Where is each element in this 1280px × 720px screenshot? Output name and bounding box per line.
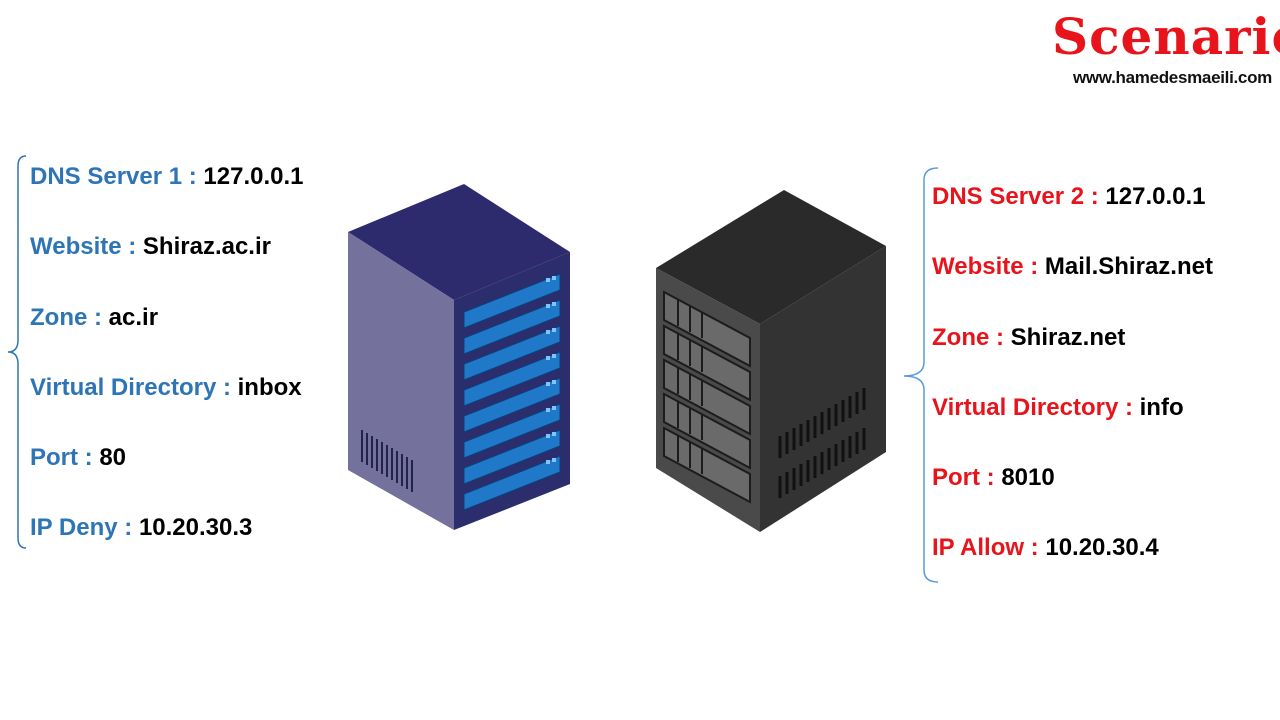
server-vents	[361, 430, 413, 492]
row-value: 127.0.0.1	[203, 163, 304, 190]
left-row-ip-deny: IP Deny : 10.20.30.3	[30, 509, 304, 579]
row-value: 127.0.0.1	[1105, 183, 1206, 210]
left-row-dns: DNS Server 1 : 127.0.0.1	[30, 158, 304, 228]
row-value: Shiraz.net	[1010, 323, 1126, 351]
row-label: Virtual Directory :	[30, 373, 238, 401]
left-row-website: Website : Shiraz.ac.ir	[30, 228, 304, 298]
right-brace-path	[903, 167, 939, 583]
server-rack-dark-icon	[656, 190, 886, 532]
row-value: 8010	[1001, 464, 1055, 492]
row-label: Zone :	[30, 303, 109, 331]
row-label: Port :	[30, 444, 100, 472]
server-right-face	[760, 246, 886, 532]
row-label: Website :	[932, 253, 1045, 281]
right-row-website: Website : Mail.Shiraz.net	[932, 248, 1213, 318]
row-value: Mail.Shiraz.net	[1044, 253, 1213, 281]
brand-title: Scenario	[1052, 7, 1280, 66]
server-left-face	[348, 232, 454, 530]
left-brace-bracket	[7, 155, 27, 549]
server-top-face	[348, 184, 570, 300]
server-drive-lights	[546, 276, 556, 464]
brand-url: www.hamedesmaeili.com	[1072, 68, 1272, 87]
server-rack-blue-icon	[348, 184, 570, 530]
row-label: Zone :	[932, 323, 1011, 351]
server-drive-slots	[677, 300, 703, 474]
right-row-zone: Zone : Shiraz.net	[932, 319, 1213, 389]
row-label: IP Deny :	[30, 514, 139, 542]
row-label: Virtual Directory :	[932, 393, 1140, 421]
brand-block: Scenario www.hamedesmaeili.com	[1052, 6, 1280, 88]
left-row-virtual-directory: Virtual Directory : inbox	[30, 369, 304, 439]
row-value: 80	[99, 444, 127, 472]
right-row-virtual-directory: Virtual Directory : info	[932, 389, 1213, 459]
row-label: IP Allow :	[932, 534, 1046, 562]
server-drive-bays	[463, 273, 561, 511]
row-label: DNS Server 2 :	[932, 183, 1106, 210]
row-label: Website :	[30, 233, 143, 261]
row-value: 10.20.30.3	[138, 514, 253, 542]
server-top-face	[656, 190, 886, 324]
row-value: 10.20.30.4	[1045, 534, 1159, 562]
row-value: info	[1139, 393, 1184, 421]
right-row-ip-allow: IP Allow : 10.20.30.4	[932, 529, 1213, 599]
left-row-zone: Zone : ac.ir	[30, 299, 304, 369]
server-vents	[778, 388, 866, 498]
row-value: Shiraz.ac.ir	[142, 233, 271, 261]
left-row-port: Port : 80	[30, 439, 304, 509]
right-server-info: DNS Server 2 : 127.0.0.1 Website : Mail.…	[932, 178, 1213, 600]
row-value: inbox	[237, 373, 302, 401]
left-server-info: DNS Server 1 : 127.0.0.1 Website : Shira…	[30, 158, 304, 580]
row-label: DNS Server 1 :	[30, 163, 204, 190]
row-value: ac.ir	[108, 303, 159, 331]
right-brace-bracket	[903, 167, 939, 583]
right-row-dns: DNS Server 2 : 127.0.0.1	[932, 178, 1213, 248]
row-label: Port :	[932, 464, 1002, 492]
server-drive-bays	[663, 290, 751, 504]
left-brace-path	[7, 155, 27, 549]
right-row-port: Port : 8010	[932, 459, 1213, 529]
